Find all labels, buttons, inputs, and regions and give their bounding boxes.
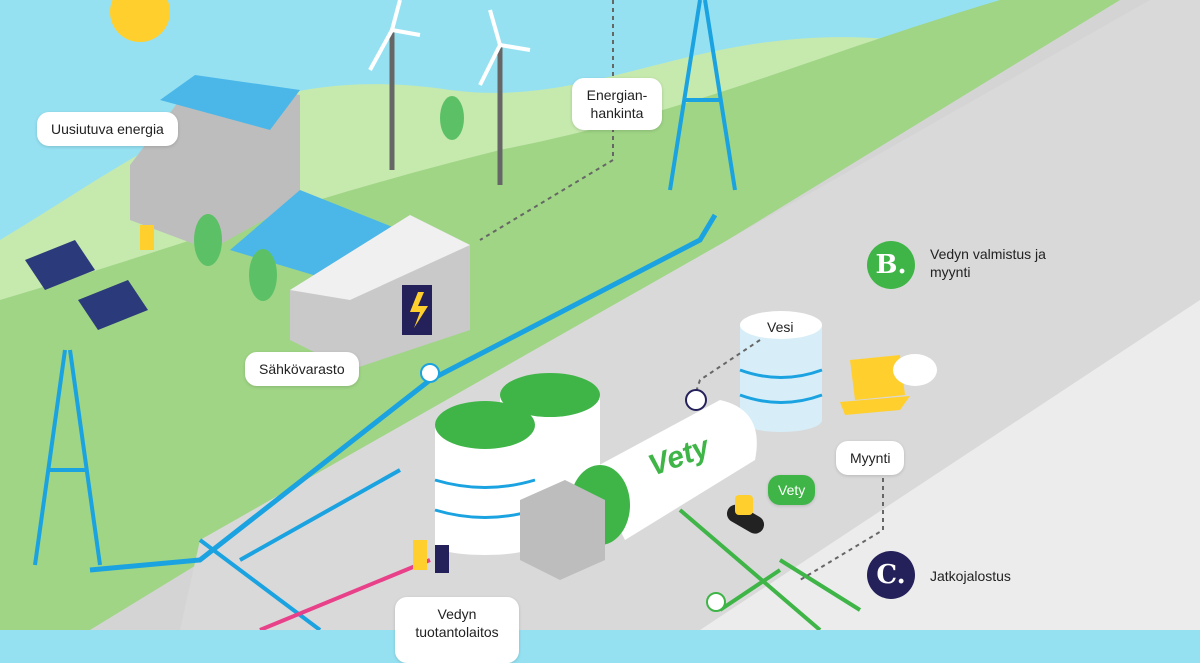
cloud-icon (893, 354, 937, 386)
arrow-icon (706, 592, 726, 612)
solar-panel (25, 240, 95, 290)
label-production-plant: Vedyn tuotantolaitos (395, 597, 519, 663)
section-b-title: Vedyn valmistus ja myynti (930, 246, 1046, 280)
label-sales: Myynti (836, 441, 905, 475)
laptop-icon (840, 355, 910, 415)
green-pipe (678, 508, 862, 630)
label-water: Vesi (767, 319, 794, 335)
storage-tanks (434, 373, 600, 555)
water-tank (739, 311, 823, 432)
compressor-box (520, 480, 605, 580)
sun-icon (110, 0, 170, 42)
arrow-icon (420, 363, 440, 383)
light-area (700, 300, 1200, 630)
tree (194, 96, 464, 301)
solar-panel (78, 280, 148, 330)
pink-pipe (259, 558, 431, 630)
section-b-badge: B. (867, 241, 915, 289)
label-energy-procurement: Energian-hankinta (572, 78, 662, 130)
label-renewable-energy: Uusiutuva energia (37, 112, 178, 146)
people (140, 225, 449, 573)
arrow-down-icon (685, 389, 707, 411)
turbine-blades (368, 0, 531, 86)
label-electricity-storage: Sähkövarasto (245, 352, 359, 386)
power-pylon (33, 0, 737, 566)
illustration (0, 0, 1200, 630)
hydrogen-tank (590, 400, 757, 540)
section-c-title: Jatkojalostus (930, 568, 1011, 584)
wind-turbine (389, 30, 503, 185)
section-c-badge: C. (867, 551, 915, 599)
label-hydrogen-bubble: Vety (768, 475, 816, 505)
